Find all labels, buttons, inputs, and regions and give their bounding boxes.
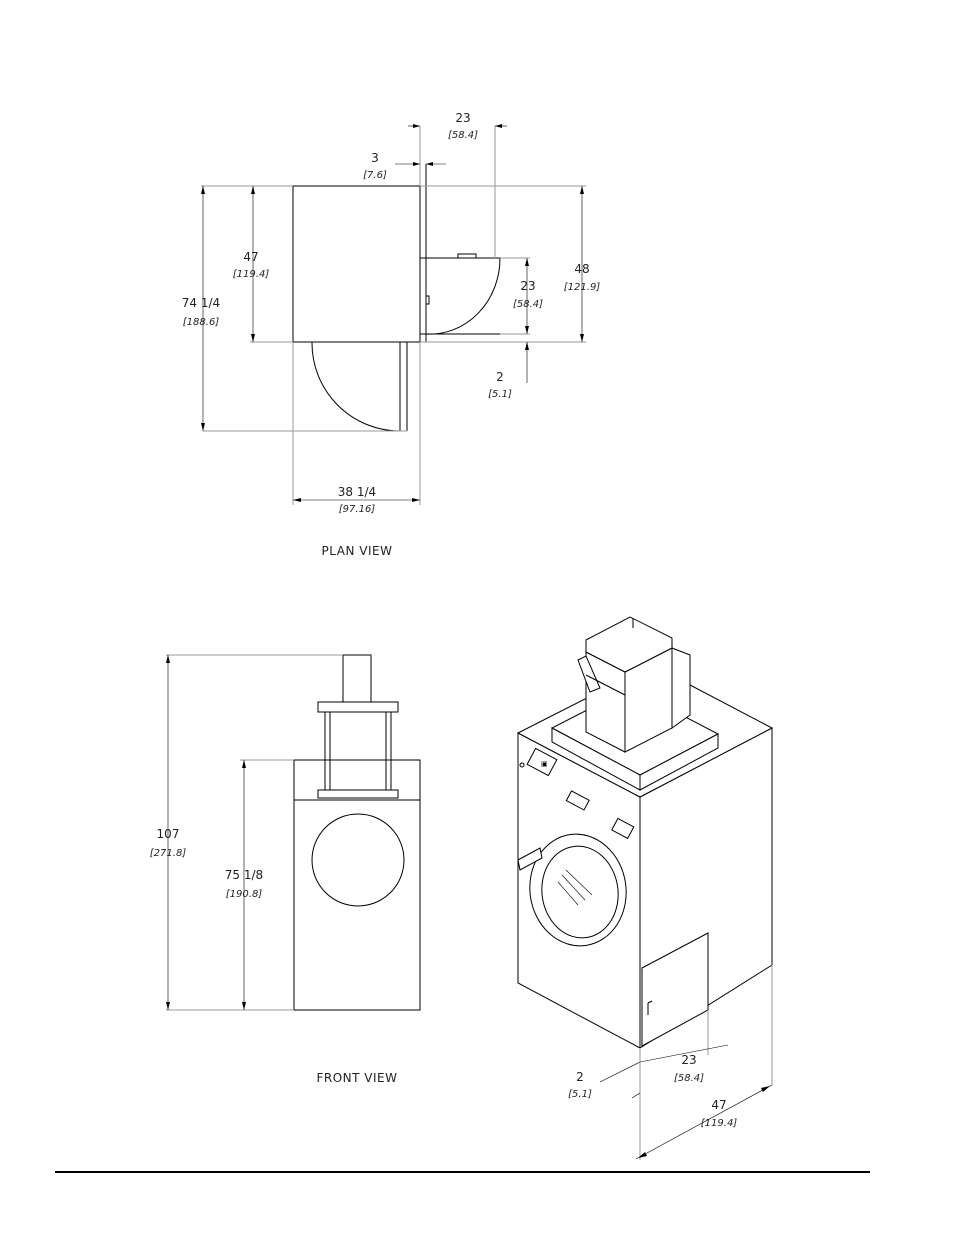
plan-dim-3-mm: [7.6] (363, 170, 387, 181)
plan-dim-23-top-mm: [58.4] (448, 130, 478, 141)
front-dim-75: 75 1/8 (225, 868, 263, 882)
plan-front-door-arc (312, 342, 400, 431)
plan-dim-74: 74 1/4 (182, 296, 220, 310)
iso-view: ▣ 2 [5.1] 23 [58.4] 47 [119.4] (518, 617, 772, 1160)
front-door-circle (312, 814, 404, 906)
plan-dim-23-top: 23 (455, 111, 470, 125)
iso-dim-47: 47 (711, 1098, 726, 1112)
front-dim-75-mm: [190.8] (226, 889, 263, 900)
iso-dim-23-mm: [58.4] (674, 1073, 704, 1084)
plan-view: 23 [58.4] 3 [7.6] 47 [119.4] 74 1/4 [188… (182, 111, 601, 558)
plan-dim-23-right: 23 (520, 279, 535, 293)
plan-cabinet (293, 186, 420, 342)
plan-dim-48: 48 (574, 262, 589, 276)
plan-dim-2: 2 (496, 370, 504, 384)
plan-dim-48-mm: [121.9] (564, 282, 601, 293)
plan-dim-3: 3 (371, 151, 379, 165)
front-duct (343, 655, 371, 702)
iso-dim-23: 23 (681, 1053, 696, 1067)
iso-logo-plate: ▣ (541, 760, 548, 768)
iso-dim-2: 2 (576, 1070, 584, 1084)
front-dim-107-mm: [271.8] (150, 848, 187, 859)
iso-dim-2-mm: [5.1] (568, 1089, 592, 1100)
plan-dim-2-mm: [5.1] (488, 389, 512, 400)
front-view-label: FRONT VIEW (316, 1071, 397, 1085)
plan-dim-38-mm: [97.16] (339, 504, 376, 515)
plan-dim-74-mm: [188.6] (183, 317, 220, 328)
front-view: 107 [271.8] 75 1/8 [190.8] FRONT VIEW (150, 655, 420, 1085)
plan-dim-47: 47 (243, 250, 258, 264)
iso-dim-47-mm: [119.4] (701, 1118, 738, 1129)
plan-view-label: PLAN VIEW (322, 544, 393, 558)
front-dim-107: 107 (157, 827, 180, 841)
plan-dim-23-right-mm: [58.4] (513, 299, 543, 310)
plan-dim-38: 38 1/4 (338, 485, 376, 499)
plan-dim-47-mm: [119.4] (233, 269, 270, 280)
plan-side-door-arc (426, 258, 500, 334)
